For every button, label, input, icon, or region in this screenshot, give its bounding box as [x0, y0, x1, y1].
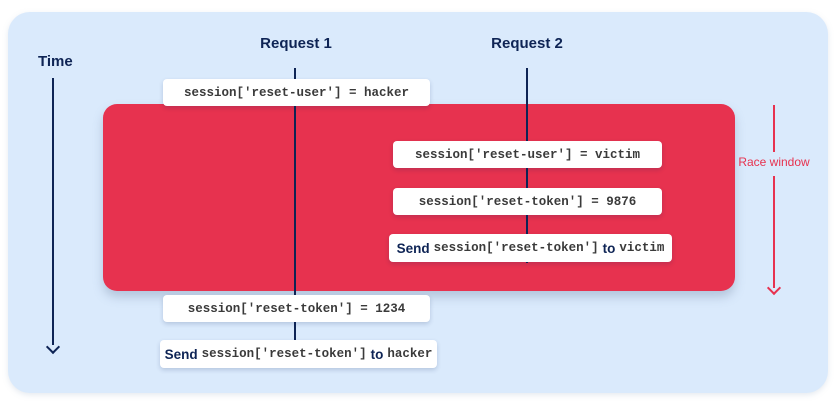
event-r2-set-token: session['reset-token'] = 9876: [393, 188, 662, 215]
event-code: session['reset-user'] = victim: [414, 147, 641, 162]
race-window-arrow-bottom: [773, 176, 775, 288]
event-r2-set-user: session['reset-user'] = victim: [393, 141, 662, 168]
event-code: session['reset-token'] = 9876: [418, 194, 637, 209]
event-connector-word: to: [602, 240, 616, 256]
event-target: victim: [619, 241, 665, 255]
event-action-word: Send: [164, 346, 198, 362]
request-1-lifeline: [294, 68, 296, 340]
event-r1-set-user: session['reset-user'] = hacker: [163, 79, 430, 106]
event-code: session['reset-token']: [201, 347, 367, 361]
race-window-arrow-top: [773, 105, 775, 152]
event-connector-word: to: [370, 346, 384, 362]
time-axis-line: [52, 78, 54, 345]
event-code: session['reset-user'] = hacker: [183, 85, 410, 100]
event-r1-send-token: Send session['reset-token'] to hacker: [160, 340, 437, 368]
event-action-word: Send: [396, 240, 430, 256]
race-window-label: Race window: [738, 155, 810, 169]
event-target: hacker: [387, 347, 433, 361]
request-1-header: Request 1: [260, 35, 332, 52]
event-r2-send-token: Send session['reset-token'] to victim: [389, 234, 672, 262]
time-axis-label: Time: [38, 53, 73, 70]
request-2-header: Request 2: [491, 35, 563, 52]
event-code: session['reset-token'] = 1234: [187, 301, 406, 316]
event-r1-set-token: session['reset-token'] = 1234: [163, 295, 430, 322]
event-code: session['reset-token']: [433, 241, 599, 255]
